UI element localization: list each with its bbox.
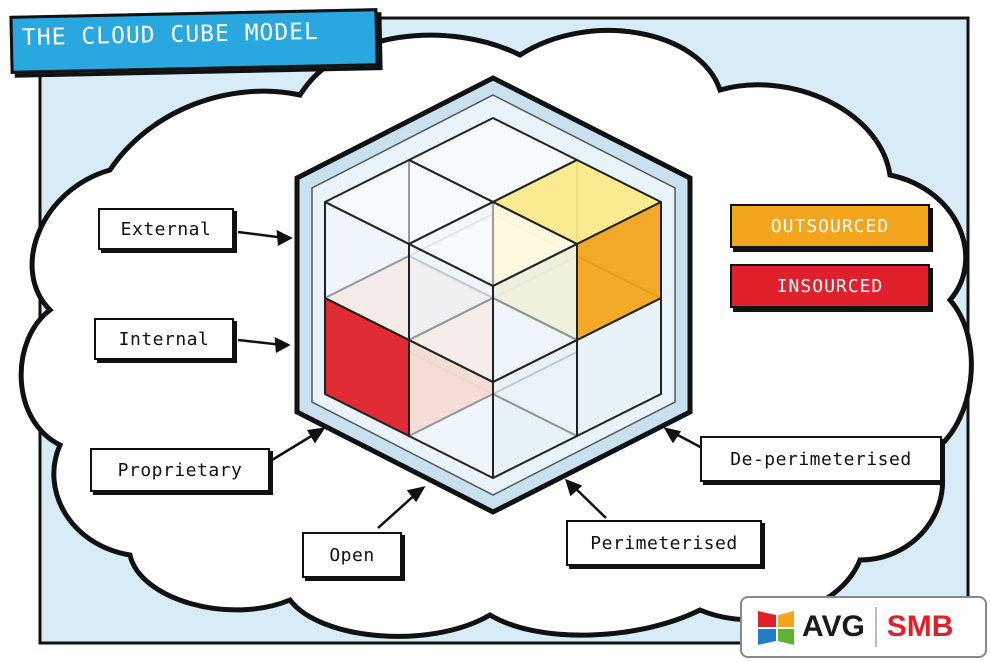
logo-divider: [874, 607, 877, 647]
label-open: Open: [302, 532, 402, 578]
avg-smb-logo: AVG SMB: [740, 596, 987, 658]
arrow-perimeterised-head: [565, 478, 583, 497]
arrow-de-perimeterised-head: [663, 427, 682, 444]
avg-four-color-logo-icon: [758, 611, 794, 645]
cube-cell-right: [492, 243, 578, 383]
label-proprietary: Proprietary: [90, 448, 270, 492]
label-de-perimeterised: De-perimeterised: [700, 436, 942, 482]
arrow-internal-head: [274, 336, 291, 354]
arrow-proprietary-head: [306, 427, 326, 444]
arrow-perimeterised: [571, 484, 607, 519]
arrow-external-head: [276, 229, 293, 247]
cube-grid: [324, 117, 662, 479]
logo-brand: AVG: [802, 610, 865, 643]
label-perimeterised: Perimeterised: [566, 520, 762, 566]
label-external: External: [98, 208, 234, 250]
arrow-proprietary: [271, 430, 319, 462]
label-internal: Internal: [94, 318, 234, 360]
arrow-open-head: [406, 486, 426, 503]
logo-suffix: SMB: [886, 610, 954, 643]
legend-outsourced: OUTSOURCED: [730, 204, 930, 248]
legend-insourced: INSOURCED: [730, 264, 930, 308]
arrow-open: [377, 491, 419, 529]
arrows: [237, 229, 707, 529]
